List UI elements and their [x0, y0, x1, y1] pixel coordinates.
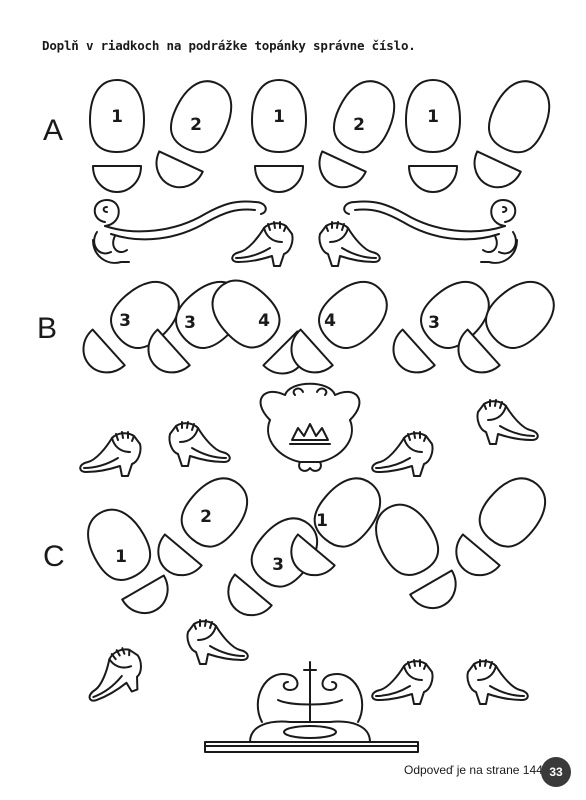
- sole-number[interactable]: 3: [184, 313, 196, 333]
- footprint-group-c: [75, 465, 559, 629]
- sole-number[interactable]: 1: [427, 107, 439, 127]
- shoe-icon: [231, 221, 294, 267]
- footprint-group-b: [70, 267, 567, 387]
- row-label-a: A: [43, 114, 64, 147]
- sole-number[interactable]: 1: [111, 107, 123, 127]
- shoe-icon: [318, 221, 381, 267]
- shoe-icon: [371, 431, 434, 477]
- sole-number[interactable]: 2: [353, 115, 365, 135]
- sole-number[interactable]: 3: [119, 311, 131, 331]
- footprint-icon: [363, 493, 469, 620]
- footprint-icon: [442, 465, 559, 589]
- ornament-pedestal: [204, 661, 419, 753]
- shoe-icon: [466, 659, 529, 705]
- sole-number[interactable]: 3: [272, 555, 284, 575]
- shoe-icon: [186, 619, 249, 665]
- sole-number[interactable]: 2: [190, 115, 202, 135]
- sole-number[interactable]: 2: [200, 507, 212, 527]
- page-number-badge: 33: [541, 757, 571, 787]
- footprint-icon: [251, 79, 307, 193]
- sole-number[interactable]: 4: [324, 311, 336, 331]
- instruction-text: Doplň v riadkoch na podrážke topánky spr…: [42, 38, 416, 53]
- footprint-icon: [405, 79, 461, 193]
- sole-number[interactable]: 1: [316, 511, 328, 531]
- sole-number[interactable]: 4: [258, 311, 270, 331]
- shoe-icon: [371, 659, 434, 705]
- answer-reference: Odpoveď je na strane 144.: [404, 763, 547, 777]
- row-label-c: C: [43, 540, 65, 573]
- footprint-icon: [89, 79, 145, 193]
- shoe-icon: [76, 642, 151, 707]
- shoe-icon: [476, 399, 539, 445]
- sole-number[interactable]: 1: [273, 107, 285, 127]
- footprint-group-a: [89, 71, 561, 198]
- sole-number[interactable]: 3: [428, 313, 440, 333]
- crown-icon: [259, 382, 361, 472]
- sole-number[interactable]: 1: [115, 547, 127, 567]
- shoe-icon: [79, 431, 142, 477]
- row-label-b: B: [37, 312, 58, 345]
- shoe-icon: [168, 421, 231, 467]
- footprint-icon: [462, 71, 561, 198]
